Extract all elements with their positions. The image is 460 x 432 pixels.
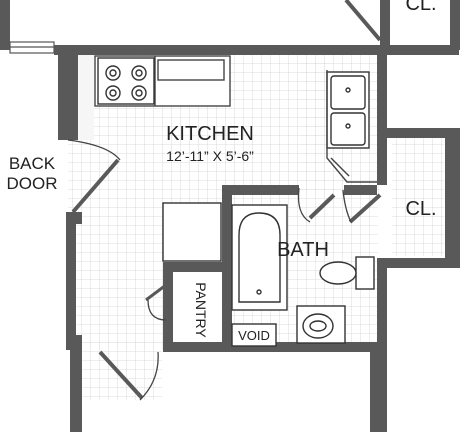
closet-label-right: CL. [405, 198, 436, 220]
kitchen-label: KITCHEN [166, 123, 254, 145]
refrigerator-icon [162, 202, 222, 262]
back-door-label-line1: BACK [9, 154, 56, 173]
right-counter [326, 70, 377, 183]
kitchen-dimensions: 12’-11” X 5’-6” [166, 148, 254, 164]
void-label: VOID [238, 328, 270, 343]
vanity-sink-icon [296, 305, 346, 344]
double-sink-icon [326, 71, 370, 149]
window-upper-left [9, 41, 55, 54]
void-box: VOID [231, 323, 277, 347]
closet-label-top: CL. [405, 0, 436, 15]
bath-label: BATH [277, 239, 329, 261]
doors [67, 0, 382, 401]
back-door-label-line2: DOOR [7, 174, 58, 193]
bathtub-icon [231, 204, 288, 311]
toilet-icon [319, 256, 375, 290]
pantry-label: PANTRY [193, 282, 209, 338]
stove-icon [97, 57, 155, 105]
cabinet-strips [68, 55, 94, 140]
